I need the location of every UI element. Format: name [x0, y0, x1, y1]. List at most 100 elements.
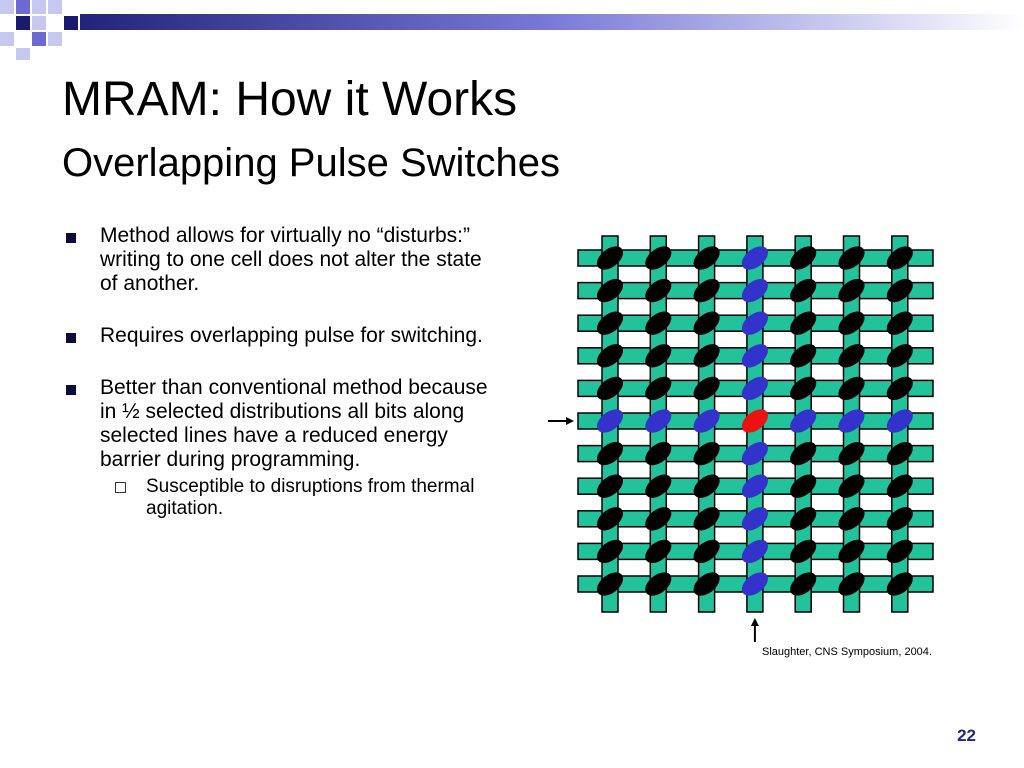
deco-square [64, 16, 78, 30]
deco-square [48, 32, 62, 46]
memory-bit [596, 344, 624, 368]
sub-bullet-list: Susceptible to disruptions from thermal … [100, 476, 500, 520]
page-number: 22 [957, 726, 976, 745]
sub-bullet-text: Susceptible to disruptions from thermal … [146, 476, 475, 519]
citation: Slaughter, CNS Symposium, 2004. [762, 646, 932, 658]
memory-bit [645, 376, 672, 401]
memory-bit [838, 376, 865, 401]
memory-bit [645, 441, 672, 466]
half-selected-bit [741, 246, 768, 270]
memory-bit [838, 344, 865, 368]
memory-bit [596, 572, 624, 596]
memory-bit [645, 278, 672, 303]
half-selected-bit [645, 409, 672, 433]
memory-bit [596, 441, 624, 466]
memory-bit [645, 246, 672, 270]
memory-bit [596, 474, 624, 498]
bullet-text: Method allows for virtually no “disturbs… [100, 224, 482, 295]
half-selected-bit [741, 376, 768, 401]
memory-bit [838, 246, 865, 270]
memory-bit [886, 344, 913, 368]
memory-bit [886, 507, 913, 531]
memory-bit [886, 474, 913, 498]
memory-bit [838, 278, 865, 303]
memory-bit [790, 246, 817, 270]
memory-bit [693, 376, 720, 401]
memory-bit [790, 474, 817, 498]
memory-bit [645, 474, 672, 498]
half-selected-bit [741, 278, 768, 303]
row-arrow-head [566, 417, 574, 425]
bullet-text: Requires overlapping pulse for switching… [100, 324, 483, 347]
memory-bit [596, 246, 624, 270]
half-selected-bit [693, 409, 720, 433]
memory-bit [645, 539, 672, 564]
deco-square [48, 0, 62, 14]
memory-bit [693, 246, 720, 270]
bullet-item: Requires overlapping pulse for switching… [60, 324, 500, 348]
memory-bit [790, 441, 817, 466]
memory-bit [596, 376, 624, 401]
memory-bit [838, 474, 865, 498]
bullet-item: Better than conventional method because … [60, 376, 500, 520]
deco-square [32, 0, 46, 14]
deco-square [16, 16, 30, 30]
half-selected-bit [741, 311, 768, 335]
bullet-text: Better than conventional method because … [100, 376, 488, 471]
memory-bit [596, 311, 624, 335]
memory-bit [790, 376, 817, 401]
memory-bit [790, 344, 817, 368]
half-selected-bit [741, 441, 768, 466]
memory-bit [886, 441, 913, 466]
memory-bit [645, 572, 672, 596]
half-selected-bit [741, 539, 768, 564]
memory-bit [596, 539, 624, 564]
slide-subtitle: Overlapping Pulse Switches [62, 141, 561, 185]
bullet-item: Method allows for virtually no “disturbs… [60, 224, 500, 296]
memory-bit [790, 507, 817, 531]
column-arrow-head [750, 618, 759, 626]
bullet-list: Method allows for virtually no “disturbs… [60, 224, 500, 548]
deco-square [16, 48, 30, 60]
deco-square [0, 32, 14, 46]
memory-bit [886, 376, 913, 401]
memory-bit [596, 278, 624, 303]
memory-bit [790, 572, 817, 596]
memory-bit [693, 474, 720, 498]
half-selected-bit [596, 409, 624, 433]
deco-square [16, 0, 30, 14]
half-selected-bit [838, 409, 865, 433]
selected-bit [741, 409, 768, 433]
deco-square [0, 0, 14, 14]
memory-bit [645, 507, 672, 531]
memory-bit [886, 539, 913, 564]
memory-bit [693, 441, 720, 466]
half-selected-bit [741, 344, 768, 368]
half-selected-bit [741, 474, 768, 498]
half-selected-bit [741, 572, 768, 596]
memory-bit [790, 539, 817, 564]
memory-bit [693, 539, 720, 564]
memory-bit [790, 311, 817, 335]
memory-bit [838, 311, 865, 335]
deco-square [32, 16, 46, 30]
memory-bit [886, 572, 913, 596]
memory-bit [886, 311, 913, 335]
half-selected-bit [886, 409, 913, 433]
memory-bit [693, 278, 720, 303]
mram-grid-diagram [548, 235, 934, 642]
memory-bit [838, 441, 865, 466]
header-gradient-bar [80, 14, 1024, 30]
memory-bit [790, 278, 817, 303]
memory-bit [645, 344, 672, 368]
memory-bit [693, 572, 720, 596]
memory-bit [838, 572, 865, 596]
memory-bit [838, 507, 865, 531]
memory-bit [693, 344, 720, 368]
memory-bit [693, 311, 720, 335]
slide-title: MRAM: How it Works [62, 73, 518, 126]
half-selected-bit [790, 409, 817, 433]
half-selected-bit [741, 507, 768, 531]
memory-bit [886, 278, 913, 303]
memory-bit [693, 507, 720, 531]
